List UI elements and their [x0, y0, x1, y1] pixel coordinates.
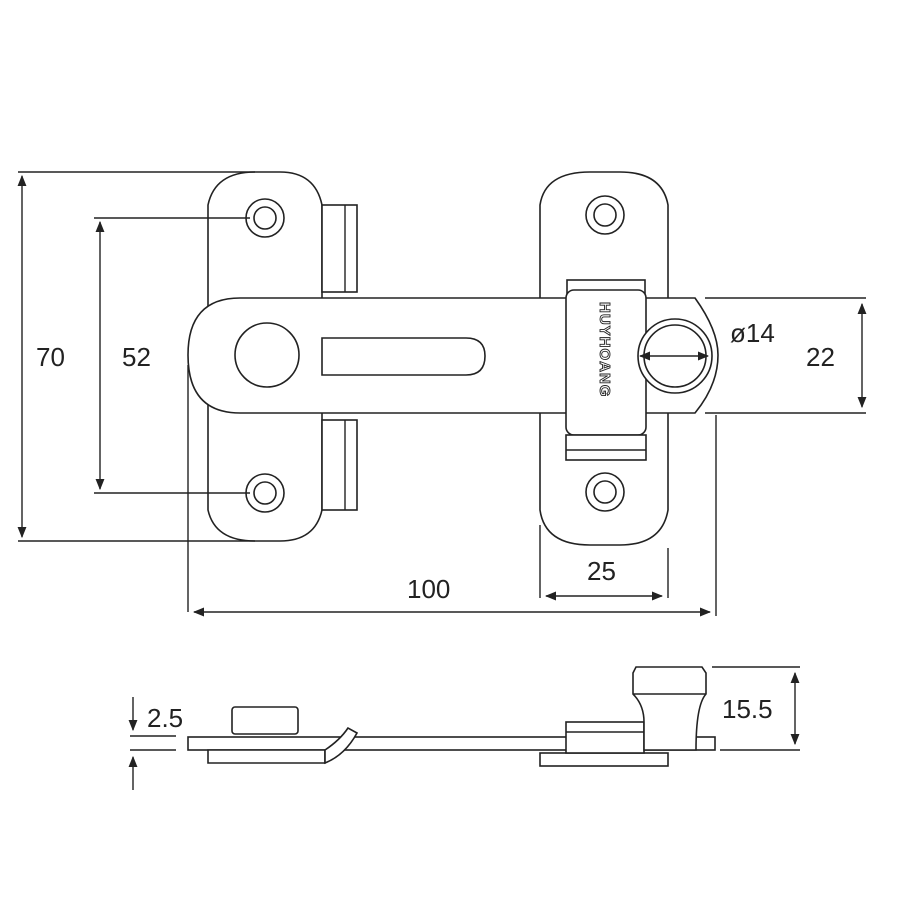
dimension-lines: 70 52 100 25 ø14 22: [17, 171, 867, 617]
dim-2-5: 2.5: [147, 703, 183, 733]
screw-hole-inner: [593, 203, 617, 227]
hinge-tab-top: [321, 204, 358, 293]
dim-70: 70: [36, 342, 65, 372]
left-knob-side: [231, 706, 299, 735]
brand-logo: HUYHOANG: [596, 302, 613, 398]
screw-hole-inner: [253, 481, 277, 505]
keeper-housing-side: [565, 721, 645, 754]
bolt-knob-side: [632, 666, 707, 751]
dim-15-5: 15.5: [722, 694, 773, 724]
top-view: HUYHOANG: [187, 171, 719, 546]
left-plate-side: [207, 749, 326, 764]
keeper-base-side: [539, 752, 669, 767]
dim-52: 52: [122, 342, 151, 372]
dim-diameter-14: ø14: [730, 318, 775, 348]
dim-100: 100: [407, 574, 450, 604]
bent-tab: [324, 726, 359, 765]
pivot-knob: [234, 322, 300, 388]
screw-hole-inner: [253, 206, 277, 230]
keeper-housing-base: [565, 434, 647, 461]
dim-25: 25: [587, 556, 616, 586]
bar-slot: [321, 337, 486, 376]
screw-hole-inner: [593, 480, 617, 504]
dim-22: 22: [806, 342, 835, 372]
side-view: 15.5 2.5: [128, 666, 800, 790]
hinge-tab-bottom: [321, 419, 358, 511]
